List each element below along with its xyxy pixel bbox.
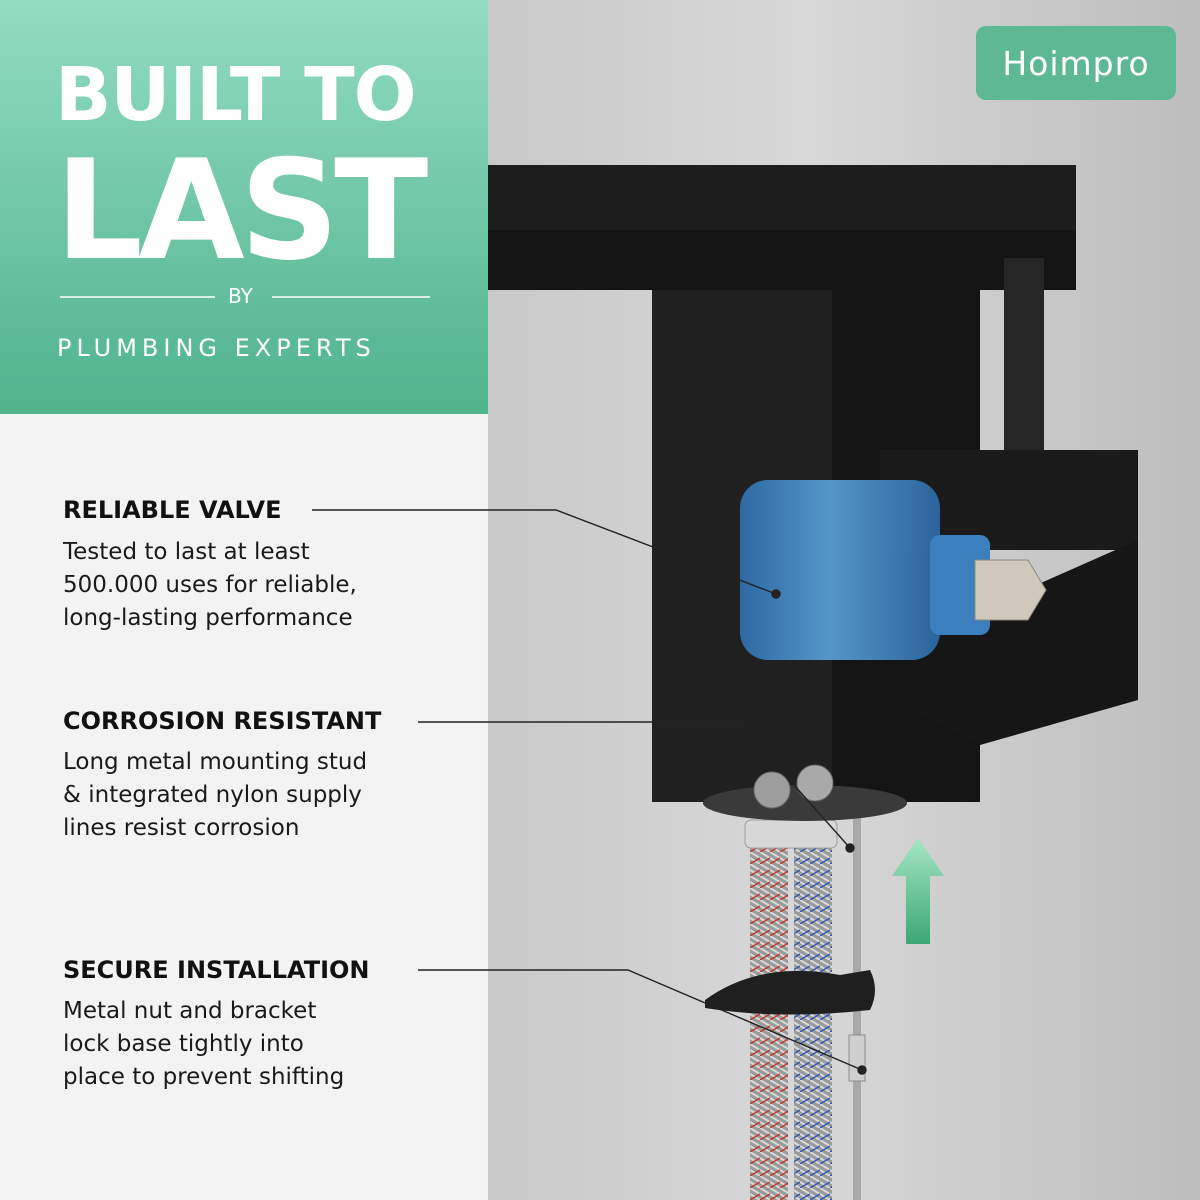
feature-body-secure-installation: Metal nut and bracket lock base tightly … [63, 995, 463, 1094]
feature-line: Long metal mounting stud [63, 749, 368, 775]
feature-body-corrosion-resistant: Long metal mounting stud & integrated ny… [63, 746, 463, 845]
feature-body-reliable-valve: Tested to last at least 500.000 uses for… [63, 536, 463, 635]
valve-cartridge [740, 480, 1047, 660]
hero-title-line2: LAST [55, 130, 428, 291]
hero-subtitle: PLUMBING EXPERTS [57, 334, 376, 362]
feature-heading-secure-installation: SECURE INSTALLATION [63, 956, 370, 984]
brand-logo-text: Hoimpro [1002, 43, 1150, 83]
feature-line: lines resist corrosion [63, 815, 300, 841]
feature-line: long-lasting performance [63, 605, 353, 631]
hero-by: BY [228, 284, 253, 308]
supply-hoses [744, 819, 838, 1200]
base-bolt [753, 771, 791, 809]
feature-line: place to prevent shifting [63, 1064, 345, 1090]
feature-line: & integrated nylon supply [63, 782, 362, 808]
feature-heading-corrosion-resistant: CORROSION RESISTANT [63, 707, 382, 735]
brand-logo: Hoimpro [976, 26, 1176, 100]
feature-line: lock base tightly into [63, 1031, 304, 1057]
hero-banner [0, 0, 488, 414]
callout-lines [312, 509, 867, 1075]
base-bolt [796, 764, 834, 802]
feature-line: 500.000 uses for reliable, [63, 572, 357, 598]
feature-heading-reliable-valve: RELIABLE VALVE [63, 496, 282, 524]
mounting-bracket [705, 970, 875, 1015]
feature-line: Tested to last at least [63, 539, 310, 565]
feature-line: Metal nut and bracket [63, 998, 317, 1024]
hero-title-line1: BUILT TO [55, 52, 417, 138]
installation-arrow [892, 838, 944, 944]
